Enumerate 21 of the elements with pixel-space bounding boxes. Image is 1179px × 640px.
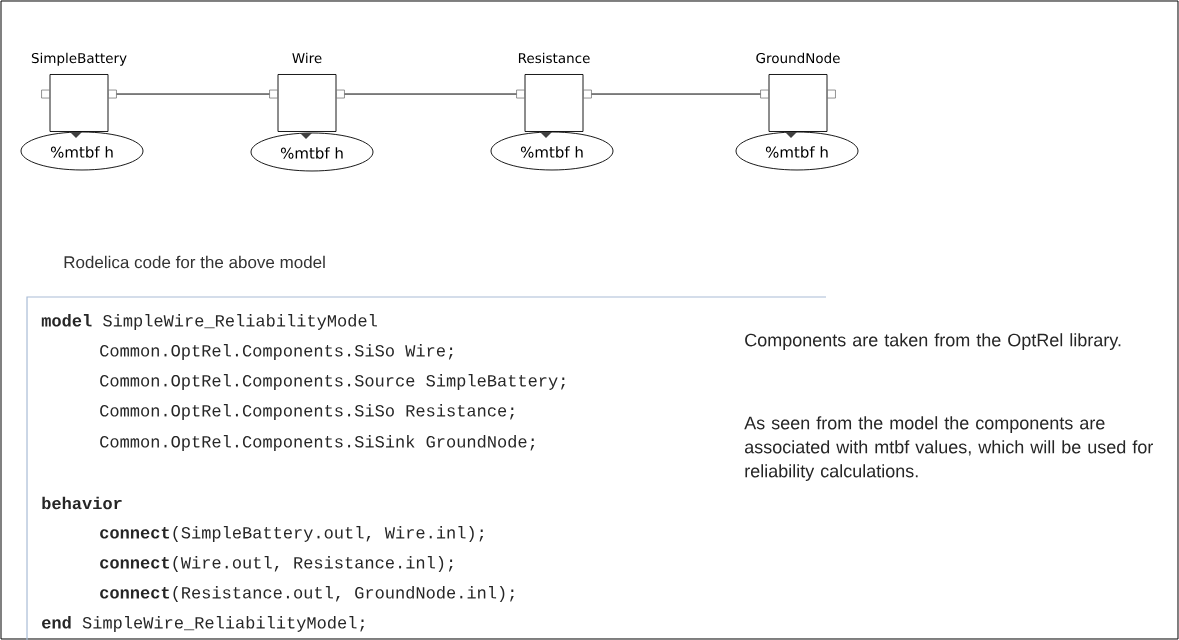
code-line: behavior xyxy=(42,496,122,510)
code-line: end SimpleWire_ReliabilityModel; xyxy=(42,616,364,632)
node-label: Resistance xyxy=(518,52,590,64)
component-box: Wire xyxy=(277,52,337,132)
code-line: Common.OptRel.Components.SiSo Resistance; xyxy=(100,404,514,420)
node-label: SimpleBattery xyxy=(31,52,127,66)
component-box: GroundNode xyxy=(756,52,840,132)
code-line: connect(Wire.outl, Resistance.inl); xyxy=(100,556,453,572)
node-label: GroundNode xyxy=(756,52,840,64)
component-box: Resistance xyxy=(518,52,590,132)
code-line: Common.OptRel.Components.SiSo Wire; xyxy=(100,344,453,360)
caption: Rodelica code for the above model xyxy=(64,255,325,269)
code-line: connect(Resistance.outl, GroundNode.inl); xyxy=(100,586,514,602)
component-box: SimpleBattery xyxy=(31,52,127,132)
code-line: Common.OptRel.Components.SiSink GroundNode; xyxy=(100,435,535,451)
code-line: connect(SimpleBattery.outl, Wire.inl); xyxy=(100,526,484,542)
code-line: Common.OptRel.Components.Source SimpleBattery; xyxy=(100,374,565,390)
node-label: Wire xyxy=(292,52,322,64)
note-paragraph: Components are taken from the OptRel library. xyxy=(745,333,1121,350)
code-line: model SimpleWire_ReliabilityModel xyxy=(41,314,377,330)
note-paragraph: As seen from the model the components are associated with mtbf values, which will be used for reliability calculations. xyxy=(744,416,1153,481)
